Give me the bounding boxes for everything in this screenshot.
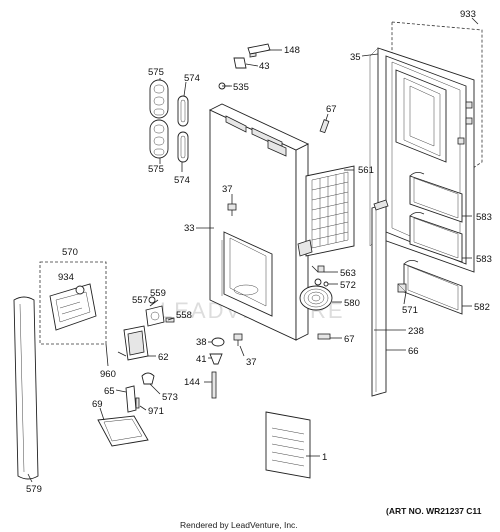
- label-62: 62: [158, 352, 169, 363]
- screw-part-67-upper: [319, 119, 330, 134]
- label-38: 38: [196, 337, 207, 348]
- rod-part-144: [211, 371, 217, 399]
- label-579: 579: [26, 484, 42, 495]
- back-panel-part-561: [297, 165, 355, 257]
- label-971: 971: [148, 406, 164, 417]
- label-69: 69: [92, 399, 103, 410]
- label-583-lower: 583: [476, 254, 492, 265]
- part-572: [314, 278, 329, 287]
- part-563: [311, 265, 325, 273]
- bracket-part-148: [247, 43, 271, 58]
- label-535: 535: [233, 82, 249, 93]
- label-35: 35: [350, 52, 361, 63]
- callout-labels: 933 35 148 43 575 574 535 67 575 574 561…: [26, 9, 492, 495]
- label-66: 66: [408, 346, 419, 357]
- label-33: 33: [184, 223, 195, 234]
- label-144: 144: [184, 377, 200, 388]
- door-bin-582: [403, 260, 463, 315]
- label-580: 580: [344, 298, 360, 309]
- label-575-lower: 575: [148, 164, 164, 175]
- label-558: 558: [176, 310, 192, 321]
- label-65: 65: [104, 386, 115, 397]
- dispenser-housing-part-33: [208, 103, 310, 341]
- label-571: 571: [402, 305, 418, 316]
- button-part-575-upper: [149, 79, 169, 119]
- label-67-upper: 67: [326, 104, 337, 115]
- part-557: [145, 305, 165, 327]
- label-960: 960: [100, 369, 116, 380]
- label-238: 238: [408, 326, 424, 337]
- part-558: [165, 317, 175, 323]
- label-557: 557: [132, 295, 148, 306]
- label-37-upper: 37: [222, 184, 233, 195]
- label-43: 43: [259, 61, 270, 72]
- part-41: [209, 353, 223, 365]
- control-board-part-570: [39, 261, 107, 345]
- clip-part-571: [397, 283, 407, 293]
- door-bin-583-lower: [409, 212, 463, 263]
- label-37-lower: 37: [246, 357, 257, 368]
- label-148: 148: [284, 45, 300, 56]
- manual-part-1: [265, 411, 311, 479]
- label-582: 582: [474, 302, 490, 313]
- part-38: [211, 337, 225, 347]
- label-563: 563: [340, 268, 356, 279]
- module-part-62: [117, 325, 149, 361]
- label-561: 561: [358, 165, 374, 176]
- leader-lines: [27, 17, 479, 483]
- door-strip-part-66: [371, 199, 389, 397]
- door-frame-part-35: [369, 21, 483, 273]
- button-part-574-upper: [177, 95, 189, 127]
- label-559: 559: [150, 288, 166, 299]
- label-572: 572: [340, 280, 356, 291]
- part-65: [125, 385, 137, 413]
- label-583-upper: 583: [476, 212, 492, 223]
- label-1: 1: [322, 452, 327, 463]
- part-559: [148, 296, 156, 304]
- label-41: 41: [196, 354, 207, 365]
- part-971: [135, 397, 140, 409]
- label-934: 934: [58, 272, 74, 283]
- screw-part-37-lower: [233, 333, 243, 346]
- button-part-574-lower: [177, 131, 189, 163]
- screw-part-67-lower: [317, 333, 331, 340]
- button-part-575-lower: [149, 119, 169, 159]
- handle-part-579: [13, 296, 39, 480]
- label-575-upper: 575: [148, 67, 164, 78]
- label-574-lower: 574: [174, 175, 190, 186]
- label-933: 933: [460, 9, 476, 20]
- art-number: (ART NO. WR21237 C11: [386, 506, 482, 516]
- label-574-upper: 574: [184, 73, 200, 84]
- door-bin-583-upper: [409, 172, 463, 223]
- part-573: [141, 372, 155, 385]
- label-573: 573: [162, 392, 178, 403]
- coil-part-580: [299, 285, 333, 311]
- label-67-lower: 67: [344, 334, 355, 345]
- credit-text: Rendered by LeadVenture, Inc.: [180, 520, 298, 530]
- tray-part-69: [97, 415, 149, 447]
- part-43: [233, 57, 247, 69]
- label-570: 570: [62, 247, 78, 258]
